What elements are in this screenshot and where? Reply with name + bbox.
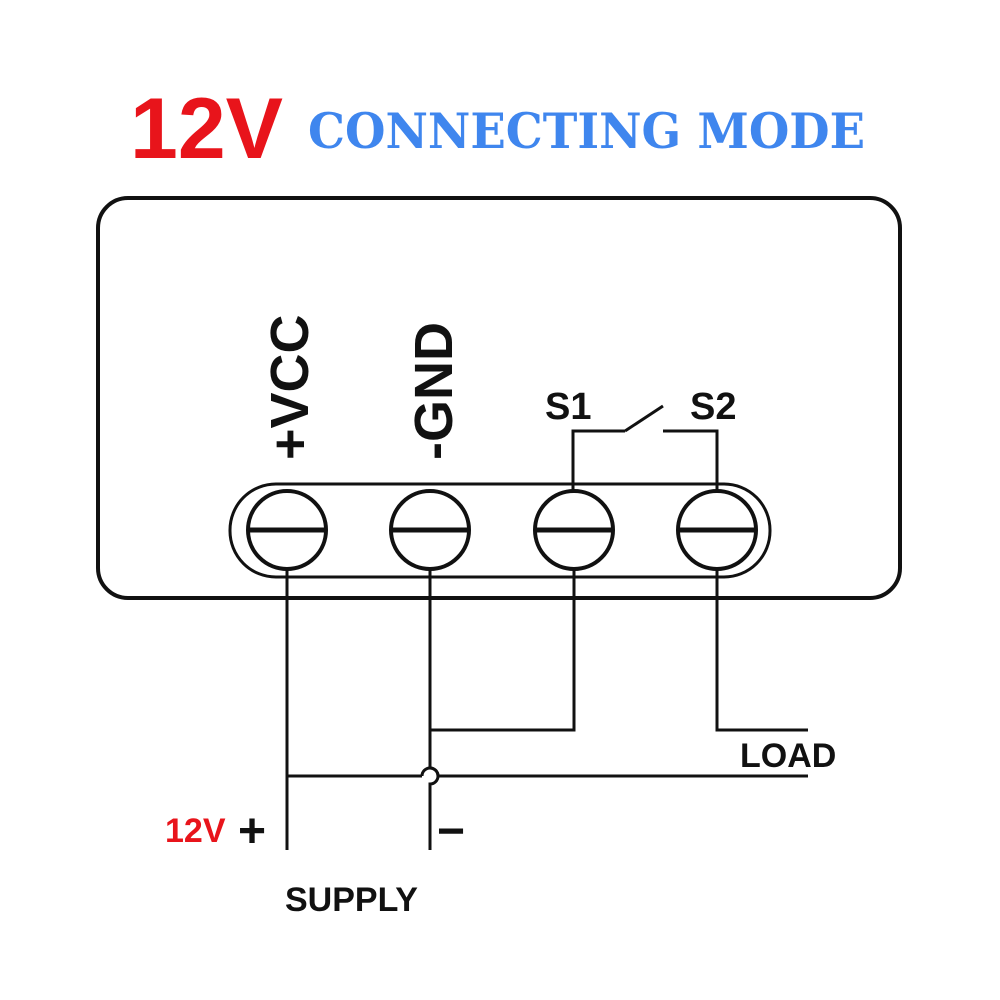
- wire-s2-to-load: [715, 569, 808, 732]
- screw-s1: [533, 489, 615, 571]
- terminal-label-vcc: +VCC: [260, 314, 320, 460]
- external-wiring: [285, 569, 808, 850]
- switch-label-s1: S1: [545, 386, 591, 428]
- screw-vcc: [246, 489, 328, 571]
- supply-minus-sign: −: [437, 805, 465, 858]
- wire-s1-to-gnd: [430, 569, 576, 732]
- terminal-strip: [228, 482, 772, 579]
- supply-label: SUPPLY: [285, 881, 418, 919]
- switch-label-s2: S2: [690, 386, 736, 428]
- supply-plus-sign: +: [238, 805, 266, 858]
- screw-s2: [676, 489, 758, 571]
- load-label: LOAD: [740, 737, 836, 775]
- wire-hop: [420, 766, 440, 777]
- title-mode: CONNECTING MODE: [308, 102, 865, 160]
- supply-voltage-label: 12V: [165, 812, 226, 850]
- internal-switch-symbol: [571, 404, 719, 490]
- screw-gnd: [389, 489, 471, 571]
- title-voltage: 12V: [130, 81, 283, 177]
- terminal-label-gnd: -GND: [404, 322, 464, 460]
